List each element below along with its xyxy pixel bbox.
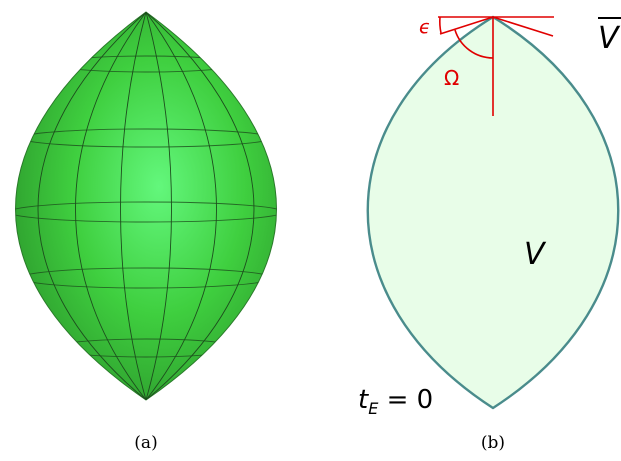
caption-b: (b)	[481, 433, 505, 453]
meridian-line	[75, 12, 147, 400]
meridian-line	[37, 12, 147, 400]
meridian-line	[145, 12, 172, 400]
meridian-line	[120, 12, 147, 400]
omega-label: Ω	[444, 66, 459, 90]
time-subscript: E	[368, 399, 379, 418]
epsilon-arc	[439, 16, 442, 34]
panel-a: (a)	[15, 11, 277, 453]
region-label: V	[524, 237, 547, 272]
panel-b: ϵ Ω V V tE = 0 (b)	[358, 15, 621, 453]
time-label: tE = 0	[358, 385, 433, 418]
right-tangent-line	[492, 16, 554, 37]
caption-a: (a)	[134, 433, 157, 453]
lens-body-3d	[15, 11, 277, 401]
left-tangent-line	[439, 16, 494, 35]
meridian-line	[145, 12, 255, 400]
angle-construction	[438, 16, 554, 116]
epsilon-label: ϵ	[419, 16, 431, 38]
omega-arc	[454, 29, 494, 59]
meridian-line	[145, 12, 217, 400]
outer-region-label: V	[598, 21, 621, 56]
latitude-line	[15, 201, 277, 223]
time-symbol: t	[358, 385, 369, 415]
lens-cross-section	[366, 15, 620, 410]
time-value: = 0	[378, 385, 433, 415]
